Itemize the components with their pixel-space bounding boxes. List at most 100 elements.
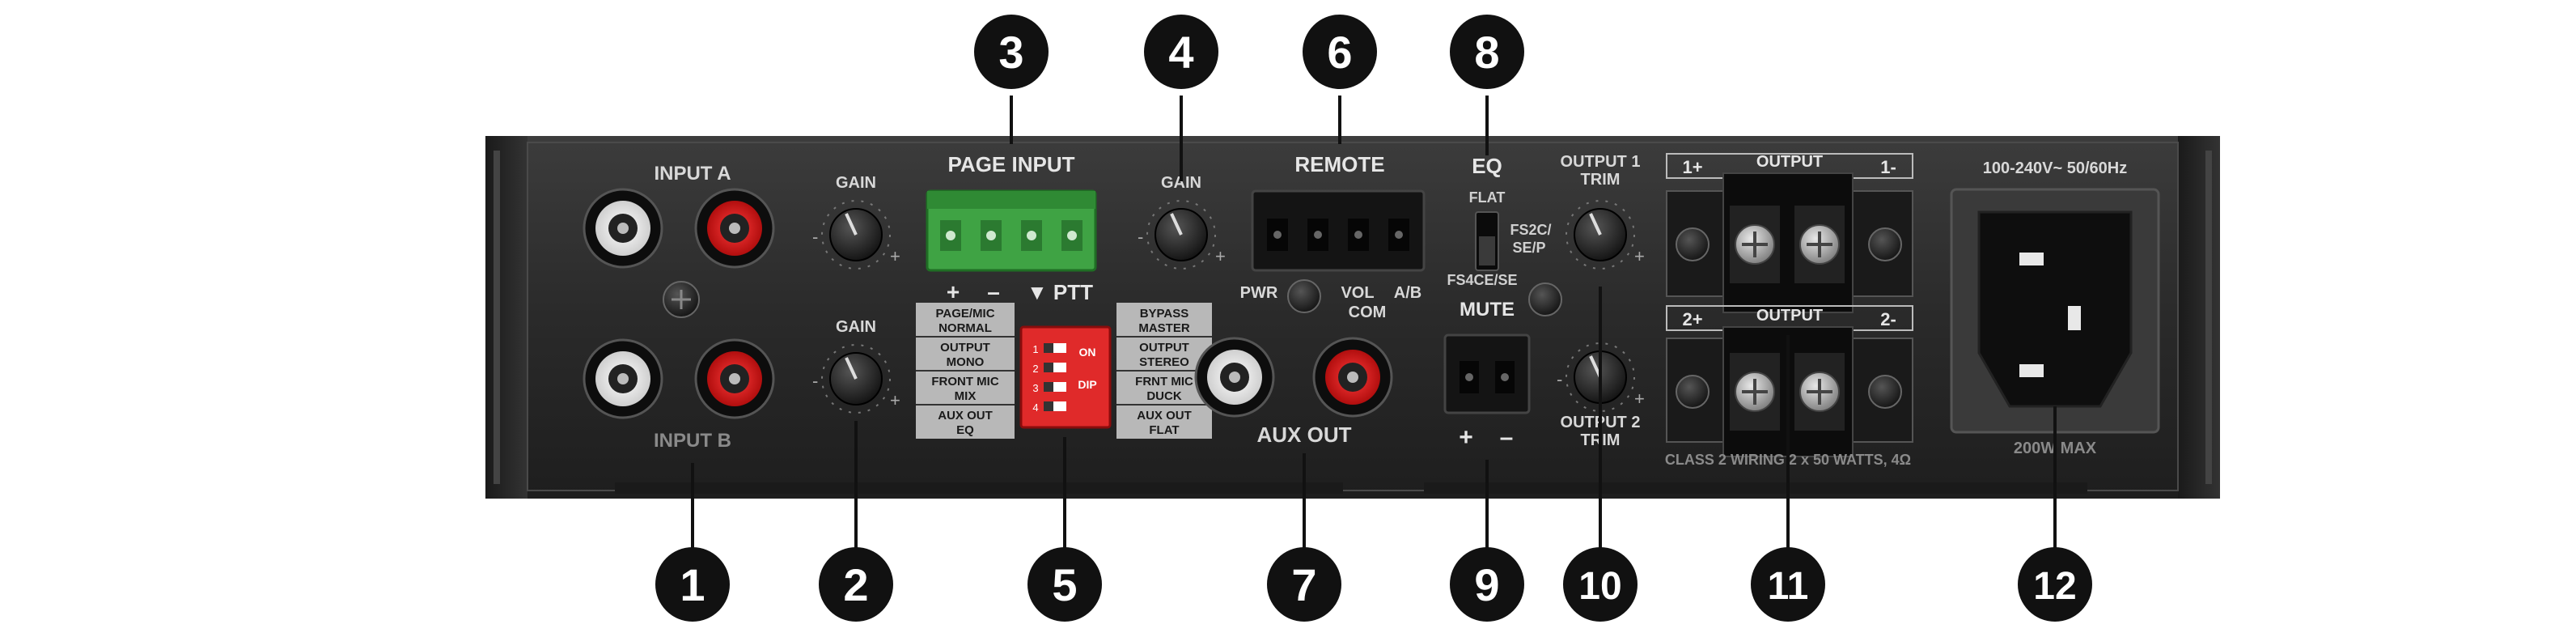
- input-b-left-rca-jack[interactable]: [583, 338, 663, 419]
- dip-right-3-line2: DUCK: [1146, 389, 1181, 403]
- remote-title: REMOTE: [1294, 152, 1384, 176]
- input-a-label: INPUT A: [654, 163, 731, 185]
- mute-plus: +: [1459, 424, 1473, 451]
- output1-trim-knob[interactable]: +: [1566, 200, 1645, 270]
- callout-4: 4: [1144, 15, 1218, 89]
- svg-text:+: +: [890, 246, 900, 266]
- input-b-gain-label: GAIN: [836, 318, 876, 336]
- dip-number-3: 3: [1032, 382, 1038, 394]
- remote-vol-label: VOL: [1341, 284, 1374, 302]
- input-a-gain-knob[interactable]: - +: [812, 200, 900, 270]
- iec-power-inlet[interactable]: [1950, 188, 2160, 434]
- input-b-gain-knob[interactable]: - +: [812, 344, 900, 414]
- dip-left-4-line2: EQ: [956, 423, 974, 437]
- dip-right-2-line2: STEREO: [1139, 355, 1189, 369]
- power-rating-label: 100-240V~ 50/60Hz: [1983, 159, 2127, 177]
- callout-8: 8: [1450, 15, 1524, 89]
- remote-pwr-label: PWR: [1240, 284, 1278, 302]
- mute-minus: –: [1500, 424, 1514, 451]
- dip-left-4-line1: AUX OUT: [938, 409, 993, 423]
- svg-text:12: 12: [2033, 565, 2076, 608]
- dip-right-4-line1: AUX OUT: [1137, 409, 1192, 423]
- dip-left-2-line1: OUTPUT: [940, 341, 990, 355]
- page-input-minus: –: [987, 279, 1000, 304]
- callout-6: 6: [1303, 15, 1377, 89]
- dip-left-2-line2: MONO: [947, 355, 985, 369]
- svg-text:-: -: [1557, 369, 1562, 389]
- dip-right-1-line2: MASTER: [1138, 321, 1190, 335]
- eq-sep-label: SE/P: [1512, 240, 1545, 256]
- power-section: 100-240V~ 50/60Hz 200W MAX: [1950, 159, 2160, 457]
- svg-text:1: 1: [680, 559, 705, 610]
- eq-title: EQ: [1472, 154, 1502, 178]
- callout-10: 10: [1563, 547, 1638, 622]
- remote-section: REMOTE PWR VOL A/B COM: [1240, 152, 1426, 321]
- remote-ground-screw: [1287, 279, 1321, 313]
- output1-trim-line1: OUTPUT 1: [1561, 153, 1641, 171]
- svg-text:9: 9: [1474, 559, 1499, 610]
- input-b-right-rca-jack[interactable]: [694, 338, 775, 419]
- input-a-right-rca-jack[interactable]: [694, 188, 775, 269]
- aux-out-left-rca-jack[interactable]: [1194, 337, 1275, 418]
- svg-text:10: 10: [1578, 565, 1621, 608]
- svg-text:8: 8: [1474, 27, 1499, 78]
- dip-left-1-line1: PAGE/MIC: [935, 307, 994, 321]
- svg-text:5: 5: [1052, 559, 1077, 610]
- speaker-output-section: 1+ OUTPUT 1- 2+ OUTPUT 2-: [1665, 153, 1913, 468]
- dip-switch-block[interactable]: 1 2 3 4 ON DIP: [1019, 325, 1112, 429]
- dip-left-3-line1: FRONT MIC: [931, 375, 998, 389]
- callout-3: 3: [974, 15, 1049, 89]
- dip-right-1-line1: BYPASS: [1140, 307, 1189, 321]
- svg-text:7: 7: [1291, 559, 1316, 610]
- input-a-left-rca-jack[interactable]: [583, 188, 663, 269]
- dip-right-3-line1: FRNT MIC: [1135, 375, 1193, 389]
- callout-leaders: [691, 96, 2057, 557]
- input-section: INPUT A: [583, 163, 900, 452]
- output1-plus-label: 1+: [1682, 157, 1702, 177]
- remote-terminal-block[interactable]: [1251, 189, 1426, 272]
- output2-minus-label: 2-: [1880, 309, 1896, 329]
- output1-label: OUTPUT: [1756, 153, 1823, 171]
- dip-switch-section: PAGE/MIC NORMAL OUTPUT MONO FRONT MIC MI…: [916, 303, 1212, 439]
- aux-out-label: AUX OUT: [1257, 423, 1352, 447]
- output1-trim-line2: TRIM: [1581, 171, 1621, 189]
- aux-out-right-rca-jack[interactable]: [1312, 337, 1393, 418]
- svg-text:3: 3: [998, 27, 1023, 78]
- output2-plus-label: 2+: [1682, 309, 1702, 329]
- dip-right-labels: BYPASS MASTER OUTPUT STEREO FRNT MIC DUC…: [1116, 303, 1212, 439]
- dip-number-4: 4: [1032, 401, 1038, 414]
- input-b-label: INPUT B: [654, 430, 731, 452]
- dip-number-2: 2: [1032, 363, 1038, 375]
- aux-out-section: AUX OUT: [1194, 337, 1393, 447]
- page-gain-knob[interactable]: - +: [1138, 200, 1226, 270]
- callout-9: 9: [1450, 547, 1524, 622]
- output2-label: OUTPUT: [1756, 307, 1823, 325]
- svg-text:6: 6: [1327, 27, 1352, 78]
- mute-title: MUTE: [1460, 299, 1515, 321]
- dip-right-4-line2: FLAT: [1149, 423, 1179, 437]
- eq-fs2c-label: FS2C/: [1510, 222, 1551, 238]
- callout-11: 11: [1751, 547, 1825, 622]
- page-input-section: PAGE INPUT + – ▼ PTT GAIN - +: [926, 152, 1226, 304]
- eq-flat-label: FLAT: [1469, 189, 1506, 206]
- svg-text:-: -: [812, 227, 818, 247]
- mute-terminal-block[interactable]: [1443, 333, 1531, 414]
- page-input-terminal-block[interactable]: [926, 189, 1097, 272]
- svg-text:11: 11: [1768, 565, 1809, 608]
- eq-section: EQ FLAT FS2C/ SE/P FS4CE/SE: [1447, 154, 1562, 316]
- dip-left-labels: PAGE/MIC NORMAL OUTPUT MONO FRONT MIC MI…: [916, 303, 1015, 439]
- remote-com-label: COM: [1349, 304, 1387, 321]
- input-a-gain-label: GAIN: [836, 174, 876, 192]
- eq-slide-switch[interactable]: [1475, 211, 1499, 271]
- page-input-ptt: ▼ PTT: [1027, 280, 1093, 304]
- svg-text:-: -: [1138, 227, 1143, 247]
- callout-7: 7: [1267, 547, 1341, 622]
- output1-terminal-block[interactable]: [1666, 172, 1913, 313]
- svg-text:-: -: [812, 371, 818, 391]
- svg-text:2: 2: [843, 559, 868, 610]
- output1-minus-label: 1-: [1880, 157, 1896, 177]
- dip-on-label: ON: [1079, 346, 1096, 359]
- remote-ab-label: A/B: [1394, 284, 1421, 302]
- callout-2: 2: [819, 547, 893, 622]
